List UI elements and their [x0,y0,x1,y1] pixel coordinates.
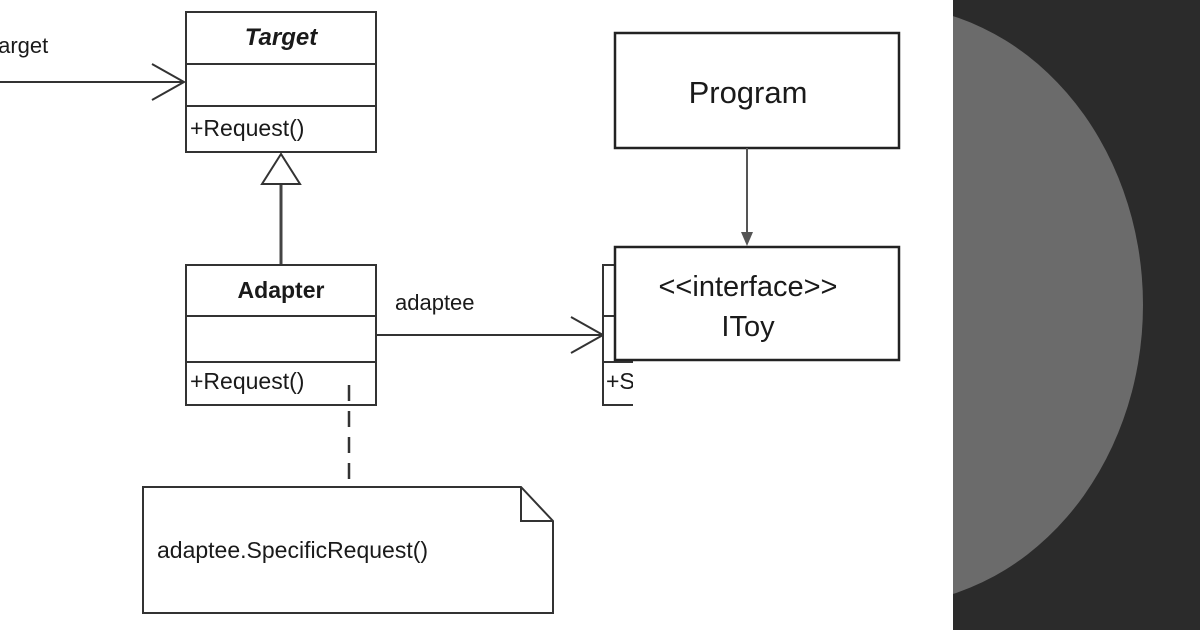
adapter-class-name: Adapter [238,277,325,303]
association-arrowhead [151,63,187,101]
overlay-background [633,0,953,630]
adaptee-class-partial: +S [602,264,640,406]
program-to-interface-arrowhead [741,232,753,246]
program-label: Program [689,75,808,110]
adapter-pattern-diagram: target Target +Request() Adapter +Reques… [0,11,640,614]
target-class-name: Target [245,24,318,51]
client-edge-label: target [0,33,48,58]
note-text: adaptee.SpecificRequest() [157,537,428,563]
program-box [613,31,901,150]
interface-stereotype: <<interface>> [659,271,838,303]
decorative-side-panel [953,0,1200,630]
adaptee-edge-label: adaptee [395,290,475,315]
interface-box [613,245,901,362]
target-class-operation: +Request() [190,115,304,141]
interface-name: IToy [721,311,775,343]
decorative-circle [953,5,1143,605]
adapter-class-operation: +Request() [190,368,304,394]
adapter-class: Adapter +Request() [185,264,377,406]
adaptee-class-operation: +S [606,368,635,394]
note: adaptee.SpecificRequest() [142,486,554,614]
target-class: Target +Request() [185,11,377,153]
generalization-triangle [260,152,302,185]
